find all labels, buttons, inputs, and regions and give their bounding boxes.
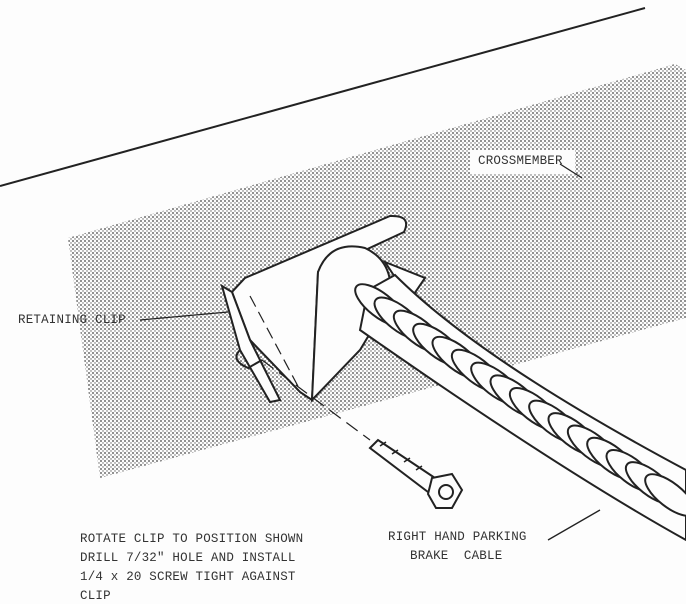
crossmember-leader [559, 163, 583, 179]
cable-leader [547, 509, 601, 541]
cable-label-line2: BRAKE CABLE [410, 549, 503, 563]
crossmember-label: CROSSMEMBER [478, 154, 563, 168]
instruction-line-1: ROTATE CLIP TO POSITION SHOWN [80, 532, 304, 546]
instruction-line-4: CLIP [80, 589, 111, 603]
crossmember-label-bg [470, 150, 575, 174]
clip-leader [139, 311, 229, 321]
screw [368, 438, 464, 509]
instruction-line-3: 1/4 x 20 SCREW TIGHT AGAINST [80, 570, 296, 584]
cable-label-line1: RIGHT HAND PARKING [388, 530, 527, 544]
screw-axis-dashed [261, 359, 371, 441]
cable-coil [644, 473, 686, 517]
retaining-clip-label: RETAINING CLIP [18, 313, 126, 327]
instruction-line-2: DRILL 7/32" HOLE AND INSTALL [80, 551, 296, 565]
brake-cable [354, 273, 686, 542]
crossmember-edge-line [0, 7, 646, 187]
